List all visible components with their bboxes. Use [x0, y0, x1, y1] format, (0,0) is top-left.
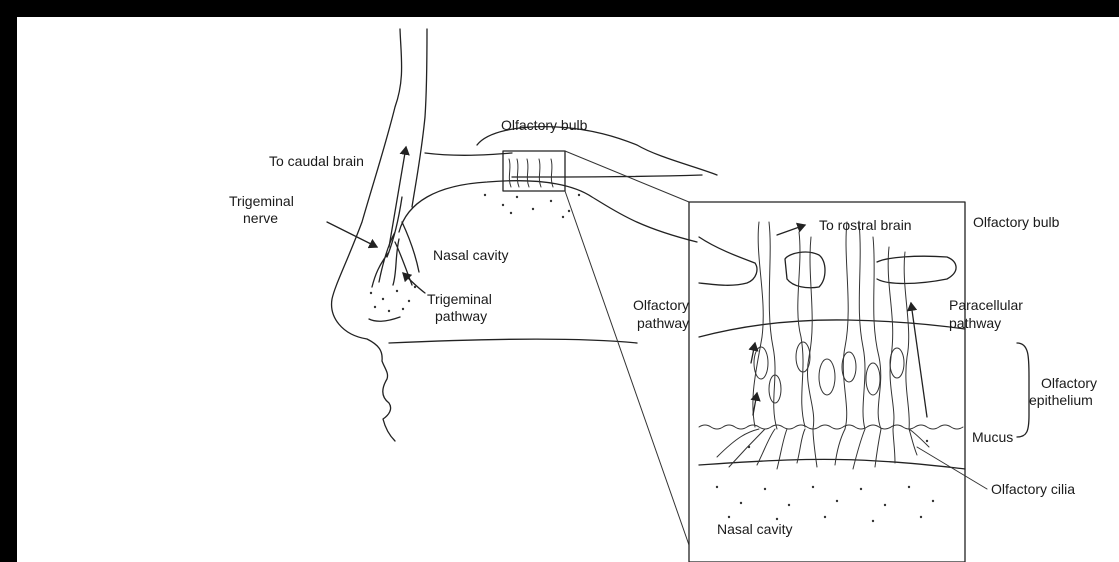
inset-particle-dots [716, 440, 934, 522]
nasal-bone-inner [412, 29, 427, 207]
label-trigeminal-nerve-line2: nerve [243, 210, 278, 227]
rostral-brain-arrow [777, 225, 805, 235]
neuron-axons [753, 222, 909, 429]
figure-panel: Olfactory bulb To caudal brain Trigemina… [17, 17, 1119, 562]
olfactory-bulb-lower [512, 175, 702, 177]
particle-dots-cavity [484, 194, 580, 218]
label-mucus: Mucus [972, 429, 1013, 446]
mucus-line [699, 425, 963, 429]
submucosa-boundary [699, 459, 965, 469]
label-paracellular-pathway-line2: pathway [949, 315, 1001, 332]
zoom-line-bottom [565, 191, 689, 545]
label-olfactory-pathway-line1: Olfactory [633, 297, 689, 314]
cribriform-inset-box [503, 151, 565, 191]
label-nasal-cavity-inset: Nasal cavity [717, 521, 792, 538]
inset-detail [689, 202, 1029, 562]
olfactory-pathway-arrow-lower [753, 393, 757, 415]
label-trigeminal-nerve-line1: Trigeminal [229, 193, 294, 210]
olfactory-cilia-pointer [917, 447, 987, 489]
particle-dots-nostril [370, 286, 416, 312]
label-to-rostral-brain: To rostral brain [819, 217, 912, 234]
label-paracellular-pathway-line1: Paracellular [949, 297, 1023, 314]
label-trigeminal-pathway-line2: pathway [435, 308, 487, 325]
nasal-anatomy-diagram [17, 17, 1119, 562]
epithelium-top [699, 320, 965, 337]
label-olfactory-pathway-line2: pathway [637, 315, 689, 332]
trigeminal-nerve-pointer [327, 222, 377, 247]
face-profile [327, 29, 717, 545]
label-olfactory-bulb-inset: Olfactory bulb [973, 214, 1059, 231]
nostril-curve [369, 317, 400, 321]
trigeminal-pathway-pointer [403, 273, 425, 293]
nasal-cavity-floor [389, 339, 637, 343]
palate-curve [399, 181, 697, 242]
nasal-roof [425, 153, 512, 155]
label-nasal-cavity-main: Nasal cavity [433, 247, 508, 264]
label-trigeminal-pathway-line1: Trigeminal [427, 291, 492, 308]
neuron-cell-bodies [754, 342, 904, 403]
epithelium-bracket [1017, 343, 1029, 437]
inset-bulb-left [699, 237, 757, 285]
label-olfactory-epithelium-line2: epithelium [1029, 392, 1093, 409]
paracellular-arrow [911, 303, 927, 417]
label-olfactory-bulb-main: Olfactory bulb [501, 117, 587, 134]
label-olfactory-epithelium-line1: Olfactory [1041, 375, 1097, 392]
label-to-caudal-brain: To caudal brain [269, 153, 364, 170]
label-olfactory-cilia: Olfactory cilia [991, 481, 1075, 498]
caudal-brain-arrow [389, 147, 406, 247]
olfactory-cilia-strands [717, 429, 929, 469]
inset-bulb-middle [785, 252, 825, 288]
